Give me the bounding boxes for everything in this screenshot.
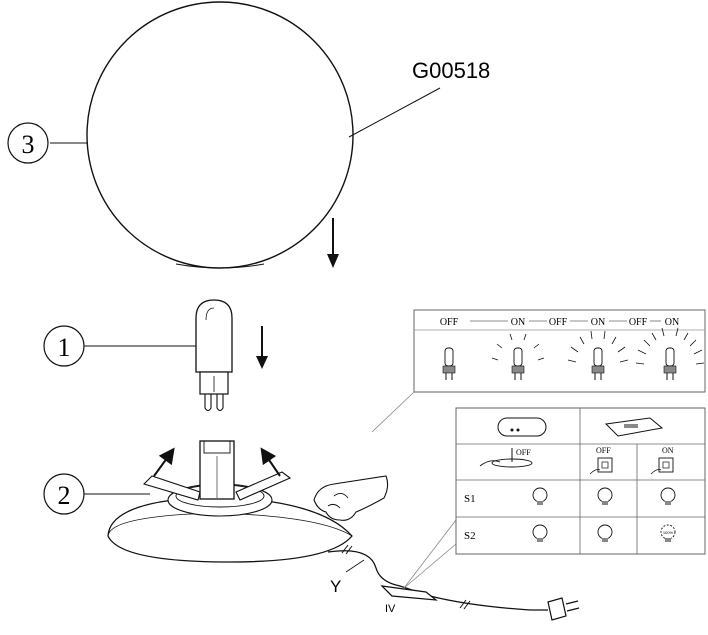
dimmer-seq-4: OFF xyxy=(629,317,648,328)
inline-dimmer xyxy=(380,585,438,601)
dimmer-seq-1: ON xyxy=(511,317,525,328)
round-remote-icon xyxy=(497,417,547,437)
globe-arrow-head xyxy=(327,254,339,268)
clip-left-arrow xyxy=(153,447,175,477)
product-code-leader xyxy=(348,87,441,138)
switch-table: OFF OFF ON S1 S2 xyxy=(455,407,706,555)
callout-2-circle xyxy=(43,473,85,515)
dimmer-seq-5: ON xyxy=(665,317,679,328)
touch-off-label: OFF xyxy=(516,448,531,457)
globe-shade xyxy=(86,1,354,269)
dimmer-seq-0: OFF xyxy=(440,317,459,328)
product-code: G00518 xyxy=(412,58,490,83)
callout-1-circle xyxy=(43,325,85,367)
s2-bright-text: 100% xyxy=(663,530,674,535)
dimmer-panel: OFF ON OFF ON OFF ON xyxy=(413,309,706,393)
bulb-off-icon xyxy=(442,347,456,380)
s1-bulb-2-icon xyxy=(597,487,613,505)
bulb-medium-icon xyxy=(567,330,629,380)
switch-off-label: OFF xyxy=(596,446,611,455)
bulb-bright-icon xyxy=(635,327,705,380)
cable-label-iv: IV xyxy=(385,603,396,615)
touch-off-icon xyxy=(479,448,533,468)
callout-1-label: 1 xyxy=(58,333,71,362)
power-cable xyxy=(327,550,548,611)
callout-3-circle xyxy=(7,122,49,164)
s2-bulb-3-icon xyxy=(660,524,676,542)
s1-bulb-1-icon xyxy=(532,487,548,505)
g9-bulb xyxy=(195,299,233,412)
dimmer-seq-2: OFF xyxy=(549,317,568,328)
callout-3-label: 3 xyxy=(22,130,35,159)
row-s1-label: S1 xyxy=(464,493,476,505)
switch-on-icon xyxy=(650,457,674,475)
s1-bulb-3-icon xyxy=(660,487,676,505)
s2-bulb-1-icon xyxy=(532,524,548,542)
bulb-dim-icon xyxy=(491,333,545,380)
hand-touch-icon xyxy=(313,475,389,521)
clip-right-arrow xyxy=(260,447,281,477)
switch-table-connector xyxy=(403,543,457,589)
bulb-arrow-head xyxy=(256,356,268,369)
dimmer-panel-connector xyxy=(371,391,415,433)
callout-2-label: 2 xyxy=(58,481,71,510)
y-label-leader xyxy=(345,559,365,573)
switch-on-label: ON xyxy=(662,446,674,455)
switch-off-icon xyxy=(589,457,613,475)
row-s2-label: S2 xyxy=(464,530,476,542)
dimmer-seq-3: ON xyxy=(591,317,605,328)
flat-remote-icon xyxy=(604,417,664,437)
cable-label-y: Y xyxy=(330,577,341,596)
s2-bulb-2-icon xyxy=(597,524,613,542)
power-plug xyxy=(547,597,580,621)
lamp-base xyxy=(107,440,353,563)
